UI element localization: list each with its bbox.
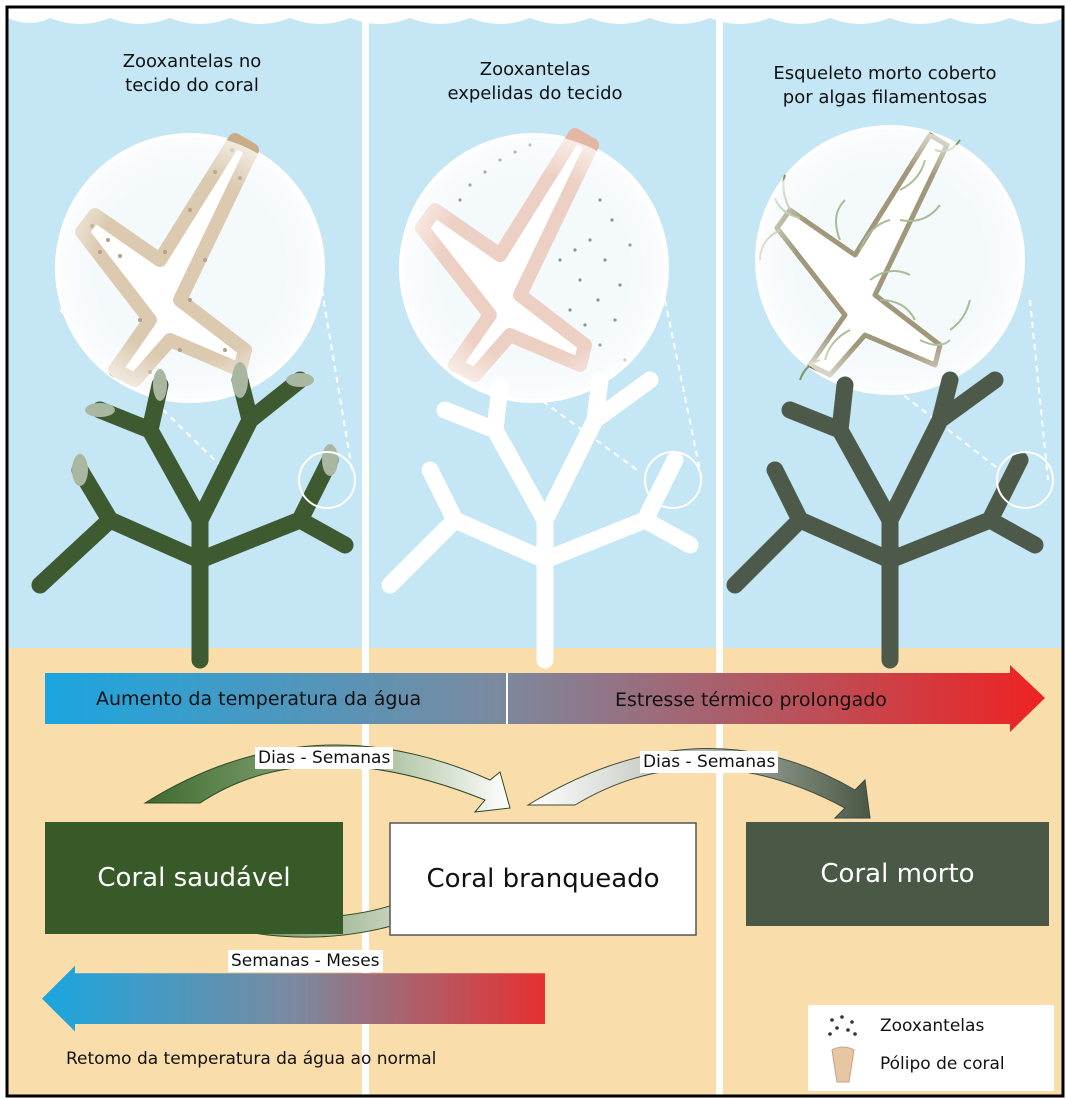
prolonged-stress-label: Estresse térmico prolongado: [615, 688, 887, 712]
temperature-increase-label: Aumento da temperatura da água: [96, 687, 421, 711]
column-divider-2: [716, 8, 723, 1095]
bleached-coral-state: Coral branqueado: [390, 823, 696, 935]
bleached-to-healthy-label: Semanas - Meses: [228, 950, 383, 972]
legend-zooxanthellae-label: Zooxantelas: [880, 1016, 984, 1036]
dead-coral-label: Coral morto: [820, 859, 974, 889]
healthy-coral-state: Coral saudável: [45, 822, 343, 934]
panel-dead-title: Esqueleto morto coberto por algas filame…: [735, 62, 1035, 110]
temperature-return-label: Retomo da temperatura da água ao normal: [66, 1047, 436, 1071]
legend-polyp-label: Pólipo de coral: [880, 1054, 1005, 1074]
bleached-coral-label: Coral branqueado: [426, 864, 659, 894]
bleached-to-dead-label: Dias - Semanas: [640, 751, 778, 773]
panel-bleached-title: Zooxantelas expelidas do tecido: [385, 58, 685, 106]
panel-healthy-title: Zooxantelas no tecido do coral: [42, 50, 342, 98]
healthy-coral-label: Coral saudável: [97, 863, 290, 893]
temperature-return-bar: [42, 966, 545, 1032]
dead-coral-state: Coral morto: [746, 822, 1049, 926]
healthy-to-bleached-label: Dias - Semanas: [255, 747, 393, 769]
